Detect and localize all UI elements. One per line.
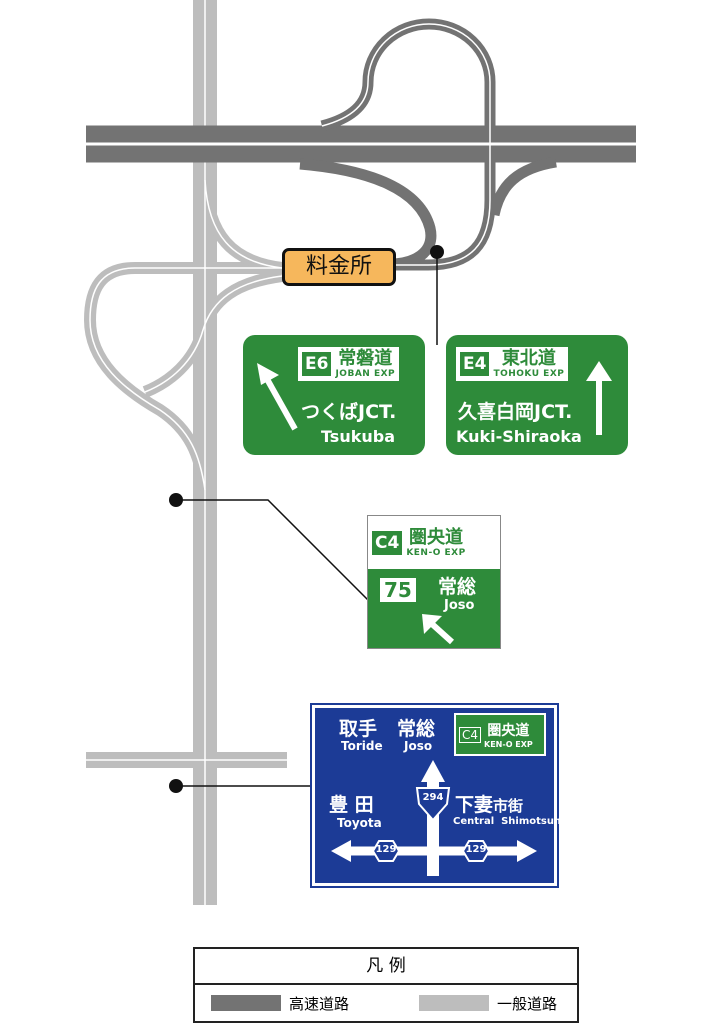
destination-top-right-en: Joso bbox=[404, 739, 433, 753]
sign-location-dot bbox=[169, 779, 183, 793]
legend: 凡 例 高速道路 一般道路 bbox=[193, 947, 579, 1023]
arrow-up-left-icon bbox=[422, 614, 455, 645]
destination-left-en: Toyota bbox=[337, 816, 382, 830]
route-number-left: 129 bbox=[375, 844, 397, 855]
destination-top-left-en: Toride bbox=[341, 739, 383, 753]
route-name: 東北道 bbox=[501, 348, 556, 369]
route-name: 圏央道 bbox=[408, 526, 463, 548]
legend-swatch-expressway bbox=[211, 995, 281, 1011]
destination-right-name: 下妻 bbox=[455, 794, 494, 816]
legend-label-general: 一般道路 bbox=[497, 994, 558, 1013]
route-number-straight: 294 bbox=[422, 792, 444, 803]
route-name-en: KEN-O EXP bbox=[406, 547, 466, 558]
route-name-en: JOBAN EXP bbox=[335, 369, 396, 379]
destination: つくばJCT. bbox=[301, 401, 397, 423]
sign-location-dot bbox=[169, 493, 183, 507]
destination-top-right: 常総 bbox=[397, 718, 436, 740]
arrow-up-left-icon bbox=[257, 363, 298, 431]
destination-right: 下妻市街 bbox=[455, 790, 523, 817]
route-code: C4 bbox=[372, 530, 403, 555]
destination-right-en: Central Shimotsuma bbox=[453, 816, 572, 827]
route-number-right: 129 bbox=[465, 844, 487, 855]
legend-label-expressway: 高速道路 bbox=[289, 994, 350, 1013]
legend-swatch-general bbox=[419, 995, 489, 1011]
destination-left: 豊 田 bbox=[329, 794, 374, 816]
destination-right-suffix: 市街 bbox=[493, 797, 524, 815]
route-name-en: TOHOKU EXP bbox=[493, 369, 565, 379]
route-code: E6 bbox=[302, 352, 332, 376]
exit-number: 75 bbox=[380, 578, 416, 602]
destination-en: Joso bbox=[444, 598, 475, 613]
route-code: E4 bbox=[460, 352, 490, 376]
route-code: C4 bbox=[459, 726, 482, 743]
ramp-right bbox=[488, 156, 557, 217]
toll-booth-label: 料金所 bbox=[282, 248, 396, 286]
legend-title: 凡 例 bbox=[195, 949, 577, 985]
direction-arrows bbox=[331, 760, 537, 876]
sign-location-dot bbox=[430, 245, 444, 259]
ramp-inner bbox=[299, 158, 437, 270]
leader-lines bbox=[176, 253, 438, 787]
destination: 久喜白岡JCT. bbox=[458, 401, 573, 423]
destination-top-left: 取手 bbox=[339, 718, 378, 740]
destination-en: Kuki-Shiraoka bbox=[456, 427, 582, 446]
route-name: 圏央道 bbox=[487, 723, 530, 739]
route-name-en: KEN-O EXP bbox=[484, 740, 533, 749]
arrow-up-icon bbox=[586, 361, 612, 435]
destination: 常総 bbox=[438, 576, 477, 598]
destination-en: Tsukuba bbox=[321, 427, 395, 446]
route-name: 常磐道 bbox=[338, 348, 393, 369]
